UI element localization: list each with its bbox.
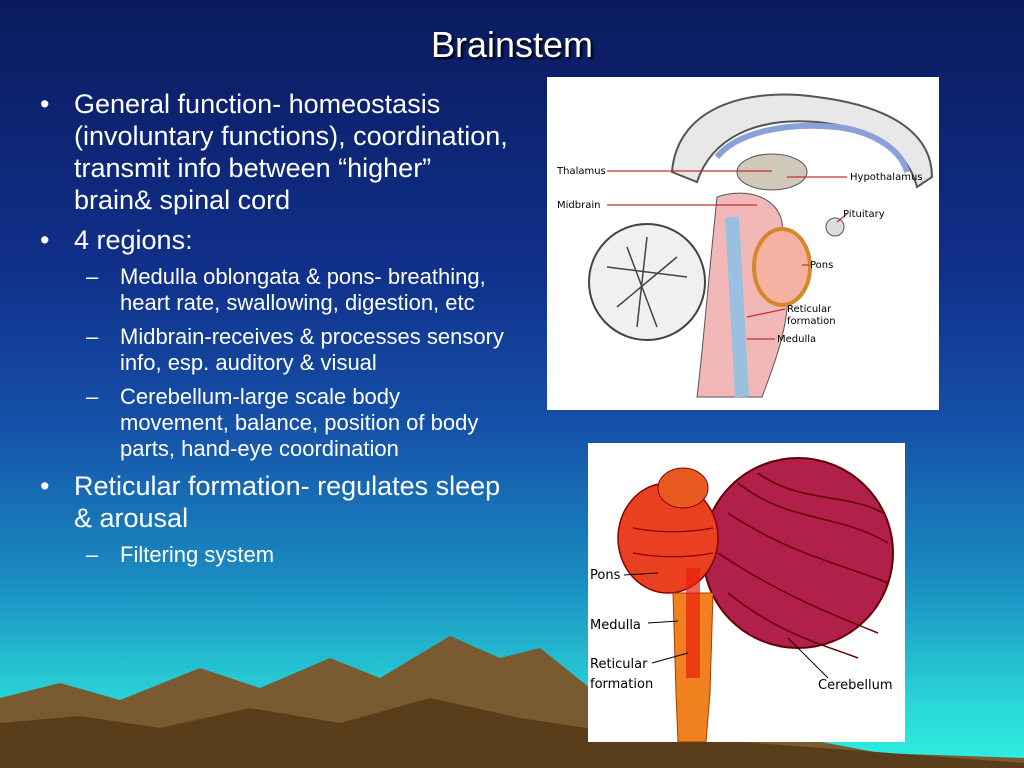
dash-icon: – [86, 324, 99, 349]
label-hypothalamus: Hypothalamus [850, 172, 923, 183]
sub-bullet-item: –Medulla oblongata & pons- breathing, he… [86, 264, 486, 315]
bullet-dot-icon: • [40, 471, 50, 501]
label-pituitary: Pituitary [843, 209, 885, 220]
bullet-list: •General function- homeostasis (involunt… [40, 88, 510, 576]
slide-title: Brainstem [430, 24, 594, 65]
dash-icon: – [86, 542, 99, 567]
label-medulla: Medulla [590, 618, 641, 633]
label-medulla: Medulla [777, 334, 816, 345]
bullet-dot-icon: • [40, 89, 50, 119]
label-thalamus: Thalamus [556, 166, 606, 177]
dash-icon: – [86, 264, 99, 289]
label-formation: formation [787, 316, 836, 327]
sub-bullet-item: –Cerebellum-large scale body movement, b… [86, 384, 479, 461]
cerebellum-brainstem-figure: Pons Medulla Reticular formation Cerebel… [588, 443, 905, 743]
bullet-item: •4 regions: [40, 225, 193, 255]
label-pons: Pons [590, 568, 621, 583]
label-cerebellum: Cerebellum [818, 678, 893, 693]
sub-bullet-item: –Filtering system [86, 542, 275, 567]
bullet-item: •General function- homeostasis (involunt… [40, 89, 508, 215]
label-formation: formation [590, 677, 653, 692]
cerebellum-brainstem-diagram: Pons Medulla Reticular formation Cerebel… [590, 457, 894, 743]
label-midbrain: Midbrain [557, 200, 600, 211]
label-reticular: Reticular [590, 657, 648, 672]
label-reticular: Reticular [787, 304, 832, 315]
dash-icon: – [86, 384, 99, 409]
bullet-item: •Reticular formation- regulates sleep & … [40, 471, 501, 533]
label-pons: Pons [810, 260, 833, 271]
sub-bullet-item: –Midbrain-receives & processes sensory i… [86, 324, 504, 375]
brain-sagittal-diagram: Thalamus Midbrain Hypothalamus Pituitary… [556, 93, 934, 398]
brain-sagittal-figure: Thalamus Midbrain Hypothalamus Pituitary… [547, 77, 939, 410]
bullet-dot-icon: • [40, 225, 50, 255]
